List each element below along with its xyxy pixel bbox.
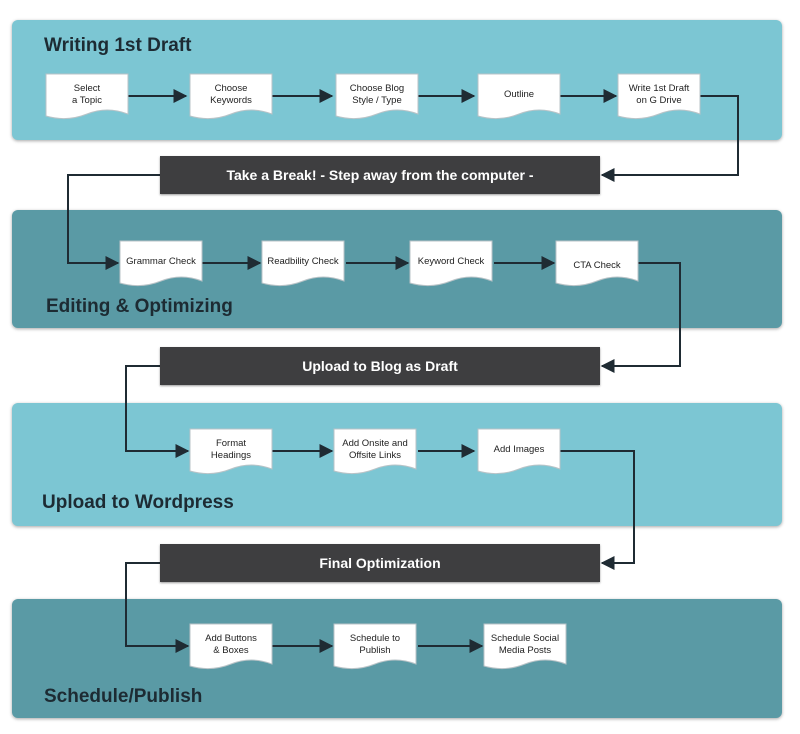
document-icon bbox=[45, 73, 129, 120]
step-keyword-check: Keyword Check bbox=[409, 240, 493, 289]
lane-title-writing: Writing 1st Draft bbox=[44, 35, 192, 56]
transition-label: Upload to Blog as Draft bbox=[302, 358, 458, 374]
lane-title-upload: Upload to Wordpress bbox=[42, 492, 234, 513]
step-add-images: Add Images bbox=[477, 428, 561, 477]
document-icon bbox=[477, 73, 561, 120]
step-label: Schedule Social Media Posts bbox=[490, 633, 560, 656]
document-icon bbox=[409, 240, 493, 287]
step-label: Schedule to Publish bbox=[349, 633, 401, 656]
document-icon bbox=[555, 240, 639, 287]
step-label: Choose Blog Style / Type bbox=[349, 83, 405, 106]
document-icon bbox=[189, 428, 273, 475]
document-icon bbox=[483, 623, 567, 670]
step-label: Grammar Check bbox=[126, 256, 196, 267]
transition-label: Take a Break! - Step away from the compu… bbox=[226, 167, 534, 183]
step-label: Add Onsite and Offsite Links bbox=[342, 438, 408, 461]
step-label: Write 1st Draft on G Drive bbox=[628, 83, 690, 106]
step-add-links: Add Onsite and Offsite Links bbox=[333, 428, 417, 477]
transition-bar-upload-draft: Upload to Blog as Draft bbox=[160, 347, 600, 385]
lane-title-editing: Editing & Optimizing bbox=[46, 296, 233, 317]
step-label: Outline bbox=[503, 89, 535, 100]
step-readability-check: Readbility Check bbox=[261, 240, 345, 289]
document-icon bbox=[119, 240, 203, 287]
transition-bar-break: Take a Break! - Step away from the compu… bbox=[160, 156, 600, 194]
step-select-topic: Select a Topic bbox=[45, 73, 129, 122]
step-label: Add Buttons & Boxes bbox=[205, 633, 257, 656]
step-grammar-check: Grammar Check bbox=[119, 240, 203, 289]
step-schedule-to-publish: Schedule to Publish bbox=[333, 623, 417, 672]
step-label: Choose Keywords bbox=[210, 83, 252, 106]
document-icon bbox=[335, 73, 419, 120]
step-write-first-draft: Write 1st Draft on G Drive bbox=[617, 73, 701, 122]
step-label: Readbility Check bbox=[267, 256, 339, 267]
step-choose-blog-style: Choose Blog Style / Type bbox=[335, 73, 419, 122]
document-icon bbox=[333, 623, 417, 670]
step-outline: Outline bbox=[477, 73, 561, 122]
document-icon bbox=[261, 240, 345, 287]
document-icon bbox=[617, 73, 701, 120]
transition-bar-final-optimization: Final Optimization bbox=[160, 544, 600, 582]
lane-title-schedule: Schedule/Publish bbox=[44, 686, 203, 707]
step-label: Keyword Check bbox=[417, 256, 485, 267]
step-label: CTA Check bbox=[573, 260, 621, 271]
step-choose-keywords: Choose Keywords bbox=[189, 73, 273, 122]
document-icon bbox=[333, 428, 417, 475]
step-label: Format Headings bbox=[210, 438, 252, 461]
document-icon bbox=[189, 623, 273, 670]
document-icon bbox=[477, 428, 561, 475]
step-label: Add Images bbox=[493, 444, 545, 455]
step-cta-check: CTA Check bbox=[555, 240, 639, 289]
transition-label: Final Optimization bbox=[319, 555, 441, 571]
step-label: Select a Topic bbox=[72, 83, 102, 106]
document-icon bbox=[189, 73, 273, 120]
step-schedule-social-posts: Schedule Social Media Posts bbox=[483, 623, 567, 672]
step-format-headings: Format Headings bbox=[189, 428, 273, 477]
step-add-buttons-boxes: Add Buttons & Boxes bbox=[189, 623, 273, 672]
